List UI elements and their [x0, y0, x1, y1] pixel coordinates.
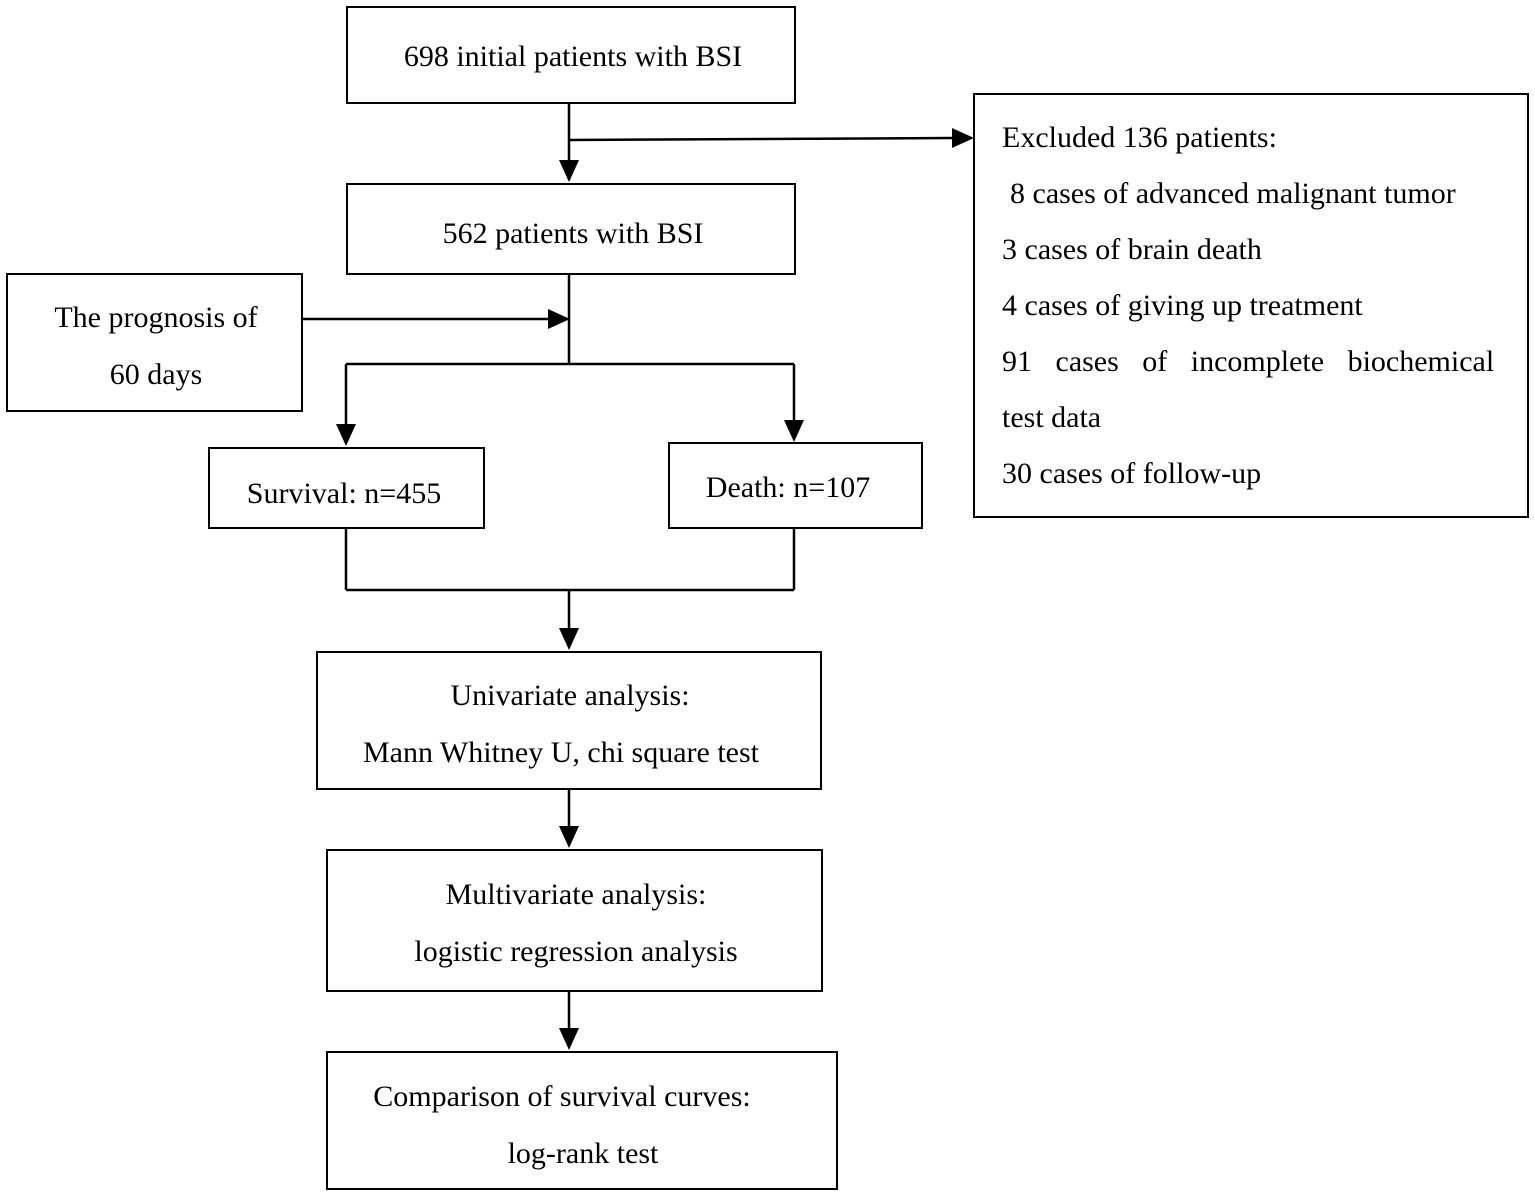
univariate-line2: Mann Whitney U, chi square test	[362, 736, 760, 769]
excluded-item: 91 cases of incomplete biochemical	[1002, 345, 1495, 378]
multivariate-line2: logistic regression analysis	[414, 935, 738, 968]
included-patients-box: 562 patients with BSI	[346, 183, 796, 275]
arrowhead-to-multivariate	[559, 826, 579, 848]
arrowhead-to-survival-curves	[559, 1028, 579, 1050]
multivariate-line1: Multivariate analysis:	[445, 878, 707, 911]
arrowhead-to-univariate	[559, 628, 579, 650]
excluded-title: Excluded 136 patients:	[1002, 121, 1277, 154]
arrowhead-to-survival	[336, 424, 356, 446]
excluded-item: 4 cases of giving up treatment	[1002, 289, 1363, 322]
survival-label: Survival: n=455	[246, 477, 442, 510]
death-box: Death: n=107	[668, 442, 923, 529]
excluded-item: 8 cases of advanced malignant tumor	[1010, 177, 1456, 210]
arrowhead-to-death	[784, 420, 804, 442]
survival-box: Survival: n=455	[208, 447, 485, 529]
initial-patients-label: 698 initial patients with BSI	[403, 40, 743, 73]
multivariate-analysis-box: Multivariate analysis: logistic regressi…	[326, 849, 823, 992]
survival-curves-line2: log-rank test	[507, 1137, 659, 1170]
univariate-line1: Univariate analysis:	[450, 679, 690, 712]
death-label: Death: n=107	[705, 471, 871, 504]
excluded-item: 30 cases of follow-up	[1002, 457, 1262, 490]
prognosis-line1: The prognosis of	[54, 301, 258, 334]
excluded-item: test data	[1002, 401, 1102, 434]
initial-patients-box: 698 initial patients with BSI	[346, 6, 796, 104]
prognosis-box: The prognosis of 60 days	[6, 273, 303, 412]
excluded-item: 3 cases of brain death	[1002, 233, 1262, 266]
arrow-to-excluded	[568, 136, 953, 142]
univariate-analysis-box: Univariate analysis: Mann Whitney U, chi…	[316, 651, 822, 790]
prognosis-line2: 60 days	[109, 358, 203, 391]
included-patients-label: 562 patients with BSI	[442, 217, 704, 250]
arrowhead-prognosis	[548, 309, 570, 329]
excluded-patients-box: Excluded 136 patients: 8 cases of advanc…	[973, 93, 1529, 518]
arrowhead-initial-to-included	[559, 160, 579, 182]
survival-curves-line1: Comparison of survival curves:	[373, 1080, 751, 1113]
arrowhead-to-excluded	[952, 128, 974, 148]
survival-curves-box: Comparison of survival curves: log-rank …	[326, 1051, 838, 1190]
